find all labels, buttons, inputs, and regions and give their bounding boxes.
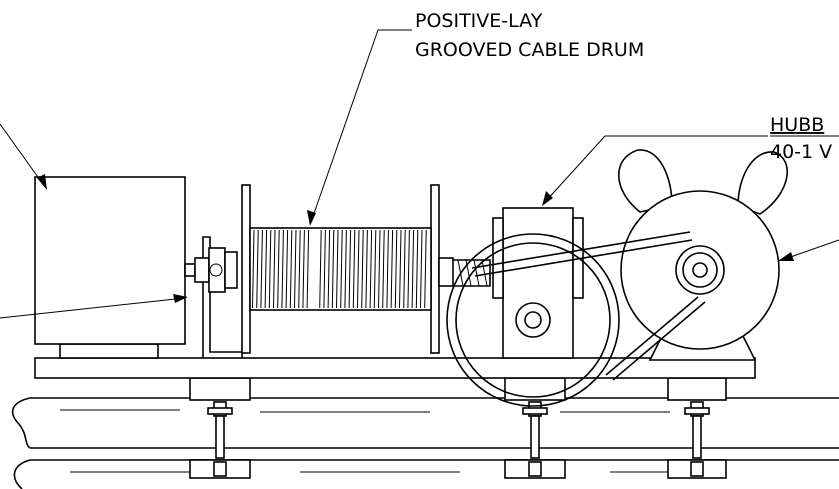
drum-groove	[277, 229, 280, 309]
pipe-clamp-right	[667, 377, 727, 479]
drum-groove	[365, 229, 368, 309]
drum-groove	[399, 229, 402, 309]
pipe-upper	[11, 397, 839, 449]
arrowheads	[37, 174, 794, 303]
control-enclosure	[34, 176, 186, 359]
pipe-clamp-left	[189, 377, 251, 479]
drum-groove	[268, 229, 272, 309]
drum-groove	[386, 229, 389, 309]
electric-motor	[617, 149, 789, 361]
drum-groove	[260, 229, 263, 309]
drum-grooves	[252, 229, 427, 309]
drum-groove	[394, 229, 398, 309]
drum-groove	[298, 229, 301, 309]
drum-groove	[382, 229, 385, 309]
drum-groove	[352, 229, 356, 309]
reducer-label-line2: 40-1 V	[770, 141, 832, 163]
drum-groove	[256, 229, 259, 309]
drum-groove	[285, 229, 289, 309]
drum-groove	[289, 229, 293, 309]
drum-groove	[415, 229, 419, 309]
large-pulley	[446, 233, 620, 407]
drum-groove	[424, 229, 427, 309]
drum-groove	[336, 229, 339, 309]
drum-groove	[323, 229, 326, 309]
drum-groove	[378, 229, 381, 309]
reducer-label-line1: HUBB	[770, 114, 824, 136]
drum-groove	[302, 229, 305, 309]
drum-label-line1: POSITIVE-LAY	[415, 10, 543, 32]
drum-groove	[344, 229, 347, 309]
drum-groove	[281, 229, 284, 309]
leader-lines	[0, 29, 839, 319]
drum-groove	[407, 229, 410, 309]
drum-groove	[306, 229, 310, 309]
base-plate	[34, 357, 756, 379]
drum-groove	[420, 229, 423, 309]
bearing-bracket	[184, 236, 243, 358]
drum-groove	[361, 229, 364, 309]
drum-groove	[348, 229, 352, 309]
cable-drum	[241, 184, 454, 354]
drum-groove	[294, 229, 297, 309]
drum-groove	[340, 229, 343, 309]
drum-groove	[373, 229, 377, 309]
drum-groove	[319, 229, 322, 309]
drum-groove	[327, 229, 331, 309]
drum-groove	[264, 229, 268, 309]
drum-groove	[369, 229, 373, 309]
v-belt	[471, 231, 706, 381]
drum-groove	[273, 229, 276, 309]
drum-groove	[390, 229, 394, 309]
drum-groove	[331, 229, 335, 309]
drum-groove	[403, 229, 406, 309]
drum-groove	[411, 229, 415, 309]
drum-groove	[357, 229, 360, 309]
drum-label-line2: GROOVED CABLE DRUM	[415, 39, 644, 61]
drum-groove	[252, 229, 255, 309]
